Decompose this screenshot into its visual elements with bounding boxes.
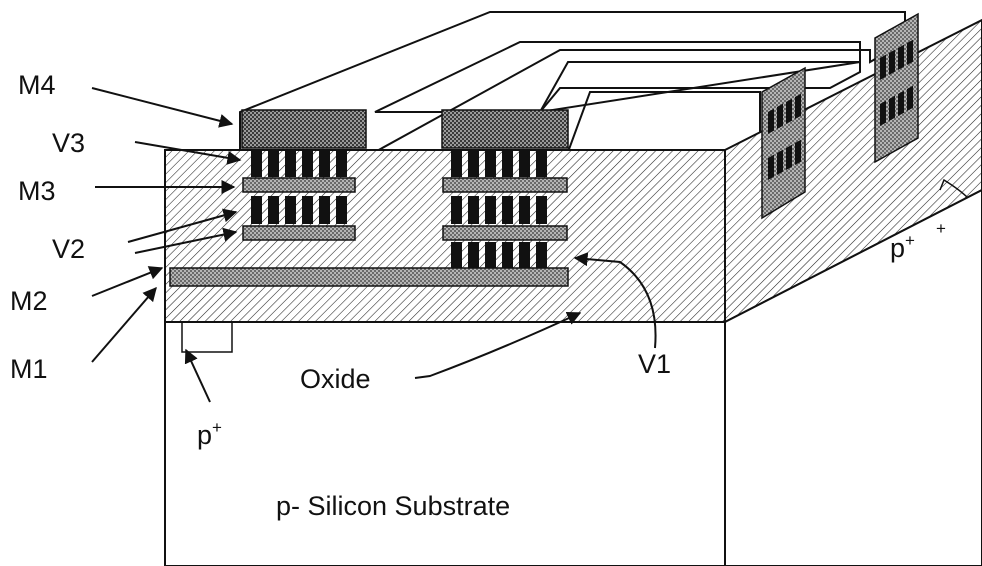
via-pillar [451,242,462,268]
via-pillar [536,196,547,224]
arrow-m4 [91,87,234,128]
label-oxide: Oxide [300,364,371,394]
label-p-plus-right-extra: + [936,219,946,238]
label-p-plus-left-sup: + [212,418,222,437]
p-plus-implant-right [939,178,969,199]
via-pillar [268,196,279,224]
label-v1: V1 [638,349,671,379]
via-v2-middle [451,196,547,224]
via-pillar [319,150,330,177]
via-stack-side-2 [874,12,919,164]
via-pillar [336,196,347,224]
via-pillar [786,144,792,171]
label-p-plus-left: p+ [197,418,222,450]
via-pillar [502,242,513,268]
via-v2-left [251,196,347,224]
via-stack-side-1 [761,66,806,220]
via-pillar [880,54,886,80]
via-pillar [889,95,895,122]
label-p-plus-right-sup: + [905,231,915,250]
via-pillar [251,150,262,177]
via-pillar [468,242,479,268]
metal-m4-left [241,109,367,149]
substrate-side-face [724,188,982,566]
via-pillar [907,39,913,66]
via-pillar [451,150,462,177]
via-pillar [889,49,895,76]
arrow-m2 [91,266,164,297]
label-m2: M2 [10,286,48,316]
label-p-plus-right: p+ [890,231,915,263]
arrow-v2b [134,227,238,254]
arrow-m1 [91,286,157,363]
via-pillar [768,108,774,134]
via-pillar [251,196,262,224]
via-pillar [536,242,547,268]
metal-m2-middle [442,225,568,241]
metal-m1 [169,267,569,287]
via-pillar [768,154,774,180]
via-pillar [302,196,313,224]
via-pillar [907,85,913,112]
via-pillar [485,150,496,177]
via-pillar [485,242,496,268]
arrow-v3 [134,141,242,165]
via-pillar [319,196,330,224]
via-v3-left [251,150,347,177]
via-pillar [795,93,801,120]
metal-m2-left [242,225,356,241]
label-m3: M3 [18,176,56,206]
arrow-v2a [127,208,238,243]
via-pillar [336,150,347,177]
label-m1: M1 [10,354,48,384]
via-pillar [536,150,547,177]
label-v2: V2 [52,234,85,264]
arrow-v1 [573,252,657,349]
via-pillar [777,149,783,176]
via-pillar [777,103,783,130]
via-pillar [285,196,296,224]
label-substrate: p- Silicon Substrate [276,491,510,521]
label-m4: M4 [18,70,56,100]
via-pillar [880,100,886,126]
via-v3-middle [451,150,547,177]
label-p-plus-left-base: p [197,420,212,450]
via-pillar [468,196,479,224]
via-pillar [468,150,479,177]
via-pillar [302,150,313,177]
via-pillar [519,196,530,224]
via-pillar [451,196,462,224]
arrow-oxide [414,311,582,379]
p-plus-implant-left [181,322,233,353]
silicon-substrate [164,321,726,566]
via-pillar [502,150,513,177]
via-pillar [502,196,513,224]
via-stack-left [241,109,367,241]
via-pillar [519,242,530,268]
via-pillar [485,196,496,224]
via-pillar [795,139,801,166]
via-pillar [268,150,279,177]
metal-m3-left [242,177,356,193]
via-pillar [285,150,296,177]
via-pillar [519,150,530,177]
via-pillar [786,98,792,125]
via-v1-middle [451,242,547,268]
metal-m3-middle [442,177,568,193]
via-stack-middle [441,109,569,268]
label-v3: V3 [52,128,85,158]
arrow-p-plus-left [184,348,211,403]
metal-m4-middle [441,109,569,149]
via-pillar [898,44,904,71]
label-p-plus-right-base: p [890,233,905,263]
via-pillar [898,90,904,117]
